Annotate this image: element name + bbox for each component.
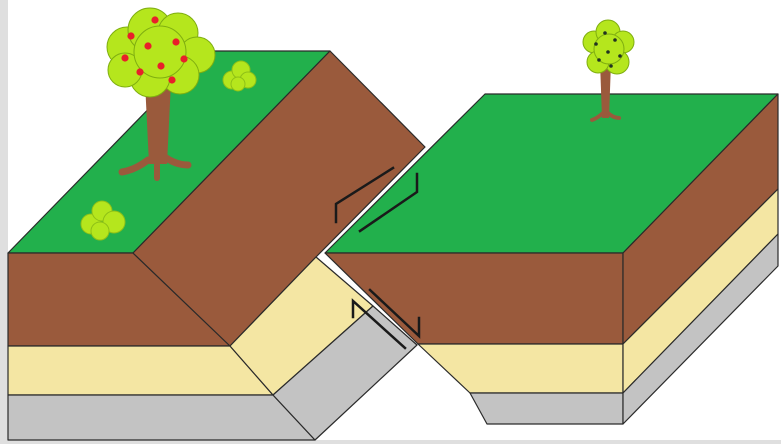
left-front-rock-layer: [8, 395, 315, 440]
left-front-sand-layer: [8, 346, 273, 395]
right-front-rock-layer: [470, 393, 623, 424]
